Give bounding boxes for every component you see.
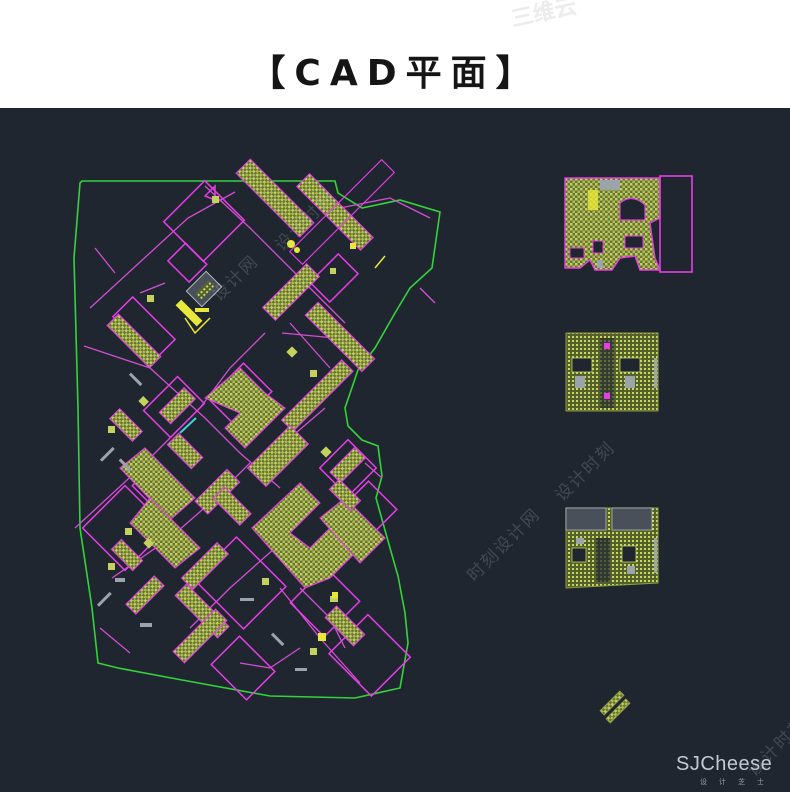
floor-plan-top: [564, 175, 693, 273]
header-watermark: 三维云: [509, 0, 580, 33]
brand-logo: SJCheese: [676, 753, 773, 775]
header: 三维云 【CAD平面】: [0, 0, 790, 108]
cad-drawing: [73, 158, 693, 724]
floor-plan-lower: [565, 507, 659, 589]
brand-subtitle: 设计芝士: [700, 778, 776, 786]
cad-canvas: 设计网 设计时刻 时刻设计网 设计时刻 设计时刻 SJCheese 设计芝士: [0, 108, 790, 792]
site-boundary: [73, 180, 441, 699]
floor-plan-middle: [565, 332, 659, 412]
page-title: 【CAD平面】: [249, 53, 541, 94]
